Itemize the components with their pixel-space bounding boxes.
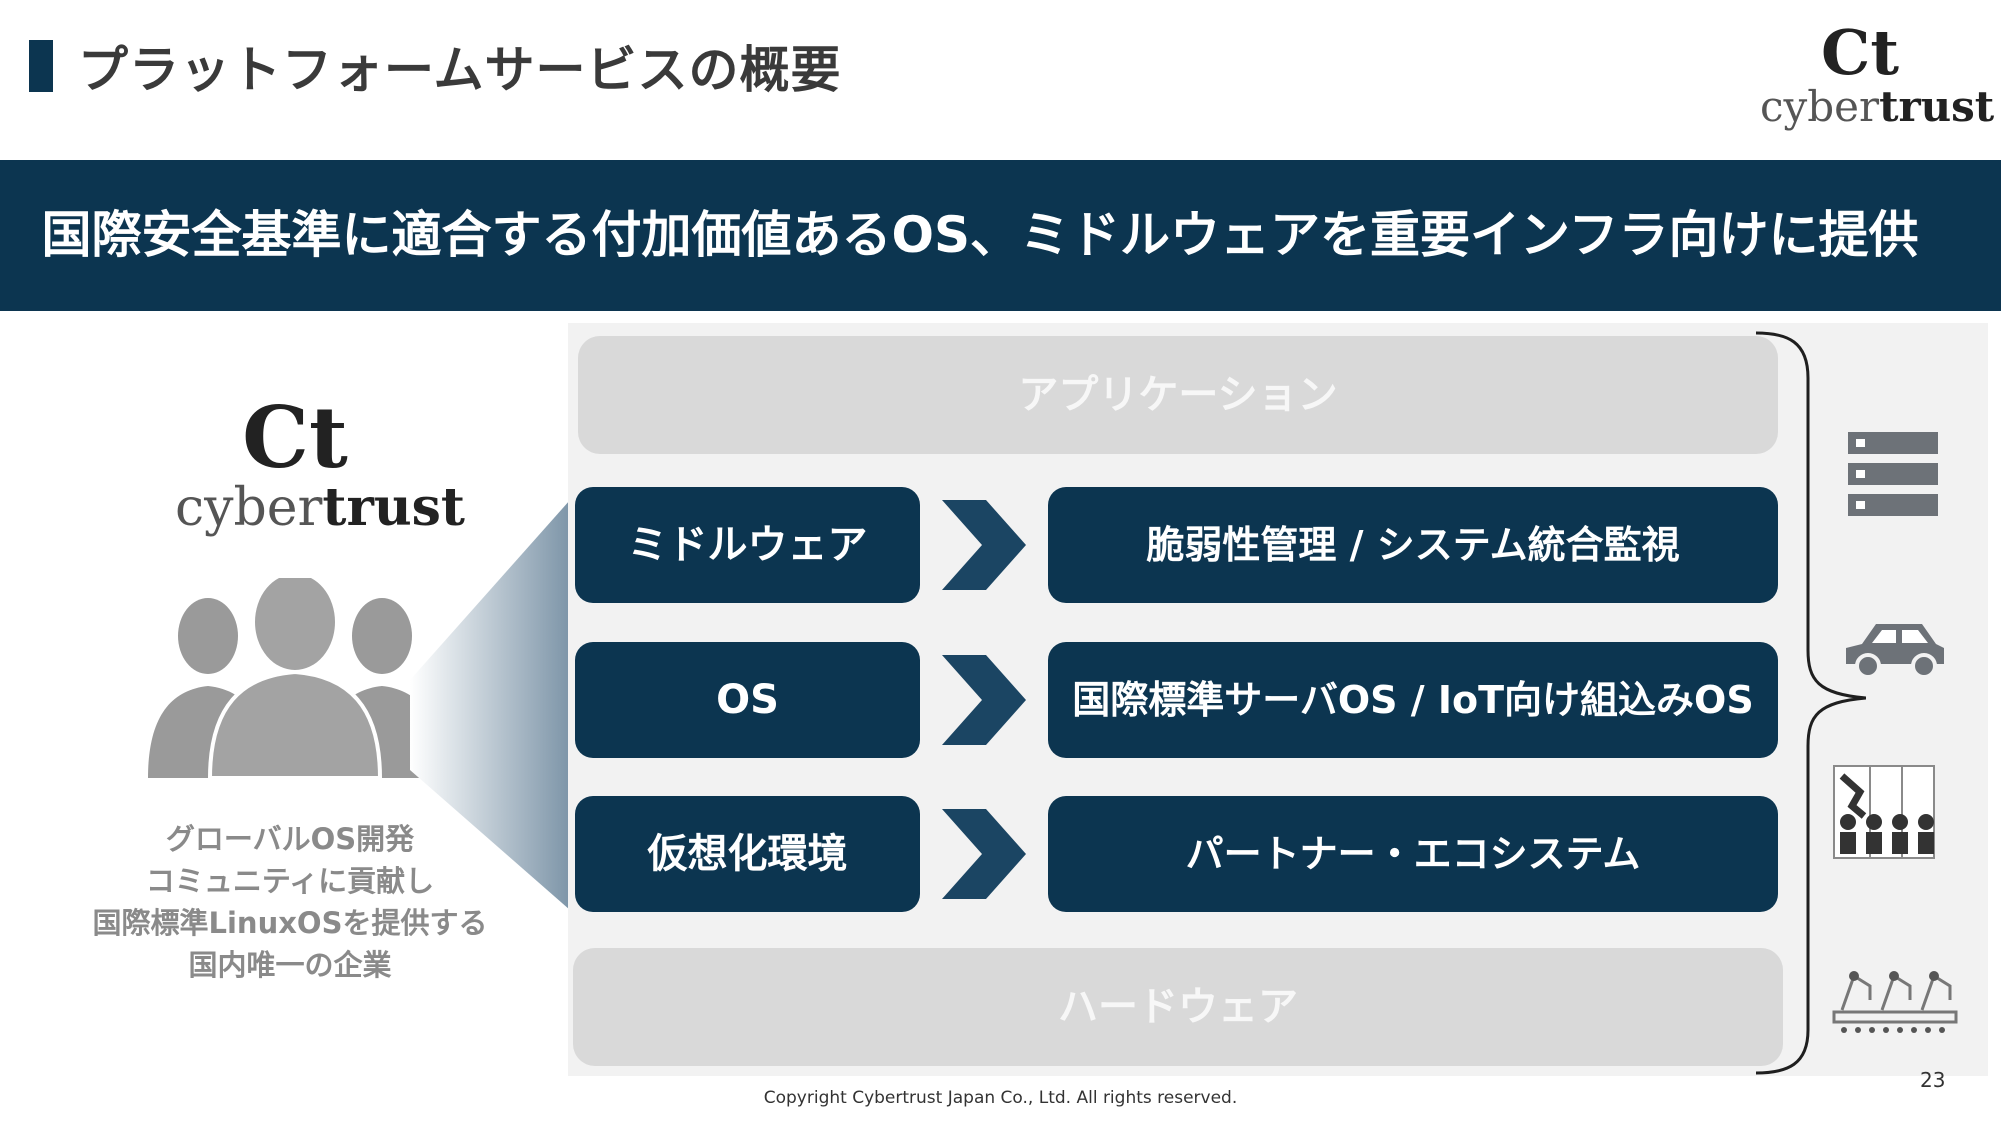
os-services-box: 国際標準サーバOS / IoT向け組込みOS — [1048, 642, 1778, 758]
curly-brace — [1756, 331, 1866, 1075]
description-line: コミュニティに貢献し — [145, 864, 435, 898]
chevron-right-icon — [942, 809, 1026, 899]
headline-text: 国際安全基準に適合する付加価値あるOS、ミドルウェアを重要インフラ向けに提供 — [41, 206, 1919, 264]
car-icon — [1846, 624, 1944, 679]
virtualization-box: 仮想化環境 — [575, 796, 920, 912]
partner-ecosystem-box: パートナー・エコシステム — [1048, 796, 1778, 912]
server-rack-icon — [1848, 432, 1938, 516]
logo-mark: Ct — [1821, 16, 1899, 89]
chevron-right-icon — [942, 655, 1026, 745]
cybertrust-logo-main: Ct cybertrust — [175, 388, 465, 538]
headline-banner: 国際安全基準に適合する付加価値あるOS、ミドルウェアを重要インフラ向けに提供 — [0, 160, 2001, 311]
page-number: 23 — [1920, 1068, 1946, 1092]
middleware-box: ミドルウェア — [575, 487, 920, 603]
robot-arms-icon — [1832, 971, 1958, 1033]
application-layer: アプリケーション — [578, 336, 1778, 454]
page-title: プラットフォームサービスの概要 — [78, 41, 842, 99]
logo-wordmark: cybertrust — [1760, 82, 1995, 131]
middleware-services-box: 脆弱性管理 / システム統合監視 — [1048, 487, 1778, 603]
cybertrust-logo-header: Ct cybertrust — [1760, 16, 1995, 131]
logo-wordmark: cybertrust — [175, 477, 465, 538]
copyright-notice: Copyright Cybertrust Japan Co., Ltd. All… — [763, 1088, 1238, 1108]
chevron-right-icon — [942, 500, 1026, 590]
description-line: 国内唯一の企業 — [188, 948, 392, 982]
factory-workers-icon — [1833, 765, 1935, 859]
funnel-connector — [410, 500, 570, 910]
description-line: グローバルOS開発 — [165, 822, 415, 856]
title-accent-bar — [29, 40, 53, 92]
os-box: OS — [575, 642, 920, 758]
logo-mark: Ct — [242, 388, 348, 487]
company-description: グローバルOS開発 コミュニティに貢献し 国際標準LinuxOSを提供する 国内… — [40, 818, 540, 986]
description-line: 国際標準LinuxOSを提供する — [92, 906, 488, 940]
hardware-layer: ハードウェア — [573, 948, 1783, 1066]
people-group-icon — [148, 578, 442, 778]
